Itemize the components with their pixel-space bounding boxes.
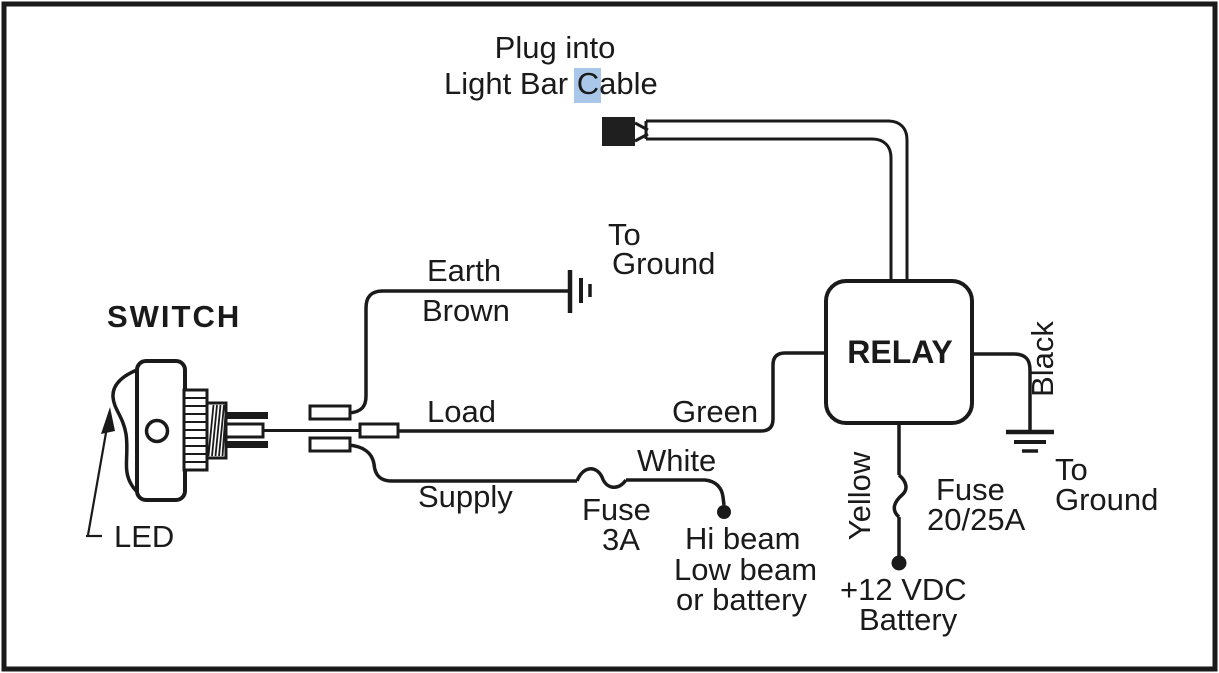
to-ground-top-line2: Ground <box>612 246 715 281</box>
light-bar-cable-assembly <box>602 117 909 282</box>
connection-dot-hi-beam <box>717 505 731 519</box>
switch-terminal-pins <box>224 412 360 448</box>
callout-line <box>86 426 109 536</box>
switch-assembly: SWITCH <box>86 299 400 554</box>
spade-connector-earth <box>308 404 352 421</box>
fuse-3a-line2: 3A <box>602 522 640 557</box>
thread-line <box>211 404 218 457</box>
to-ground-top-line1: To <box>608 217 641 252</box>
switch-label: SWITCH <box>107 299 241 334</box>
connector-plug-icon <box>602 117 635 146</box>
fuse-20-25a-line2: 20/25A <box>927 502 1026 537</box>
thread-line <box>221 406 227 457</box>
load-destination-line2: Low beam <box>674 552 817 587</box>
load-destination-line1: Hi beam <box>685 521 800 556</box>
ground-symbol-top <box>567 270 592 313</box>
title-line2-before: Light Bar <box>444 66 577 101</box>
rocker-actuator <box>111 363 155 499</box>
supply-label: Supply <box>418 479 513 514</box>
brown-label: Brown <box>422 293 510 328</box>
black-wire-group: Black To Ground <box>972 321 1158 517</box>
fuse-20-25a-line1: Fuse <box>936 472 1005 507</box>
load-label: Load <box>427 394 496 429</box>
load-destination-line3: or battery <box>676 582 807 617</box>
led-indicator-icon <box>144 418 170 444</box>
supply-wire-group: Supply White Fuse 3A Hi beam Low beam or… <box>347 443 817 617</box>
switch-threaded-bushing <box>205 401 228 460</box>
black-label: Black <box>1025 321 1060 397</box>
fuse-3a-symbol <box>575 467 628 489</box>
white-label: White <box>637 443 716 478</box>
black-wire <box>972 352 1032 430</box>
to-ground-right-line2: Ground <box>1055 482 1158 517</box>
title-block: Plug into Light Bar Cable <box>444 30 658 103</box>
led-callout: LED <box>86 407 174 554</box>
load-wire <box>398 351 826 433</box>
battery-line2: Battery <box>859 602 958 637</box>
earth-wire <box>348 289 568 415</box>
supply-wire-left <box>347 443 577 483</box>
load-wire-group: Load Green <box>398 351 826 433</box>
arrowhead-icon <box>101 407 115 434</box>
thread-line <box>207 404 215 457</box>
spade-connector-load <box>358 422 400 439</box>
thread-line <box>214 404 222 457</box>
pin-lower <box>226 441 268 448</box>
yellow-label: Yellow <box>842 451 877 540</box>
led-label: LED <box>114 519 174 554</box>
spade-connector-supply <box>308 436 352 453</box>
title-line2-after: able <box>599 66 658 101</box>
supply-wire-right <box>626 478 726 506</box>
fuse-20-25a-symbol <box>892 473 908 519</box>
green-label: Green <box>672 394 758 429</box>
pin-upper <box>226 412 268 419</box>
switch-collar <box>182 388 209 472</box>
relay-label: RELAY <box>847 334 953 370</box>
pin-middle <box>224 422 265 439</box>
cable-outline <box>644 119 909 282</box>
to-ground-right-line1: To <box>1055 452 1088 487</box>
earth-wire-group: Earth Brown To Ground <box>348 217 715 415</box>
thread-line <box>218 404 225 457</box>
title-line1: Plug into <box>495 30 616 65</box>
yellow-wire-group: Yellow Fuse 20/25A +12 VDC Battery <box>840 423 1026 637</box>
text-selection-highlight <box>574 68 601 103</box>
earth-label: Earth <box>427 253 501 288</box>
fuse-3a-line1: Fuse <box>582 492 651 527</box>
ground-symbol-right <box>1006 429 1054 453</box>
title-line2: Light Bar Cable <box>444 66 658 101</box>
connection-dot-battery <box>891 555 907 571</box>
spade-connectors <box>308 404 400 453</box>
title-line2-highlighted-char: C <box>577 66 599 101</box>
relay-group: RELAY <box>824 279 974 425</box>
battery-line1: +12 VDC <box>840 572 967 607</box>
